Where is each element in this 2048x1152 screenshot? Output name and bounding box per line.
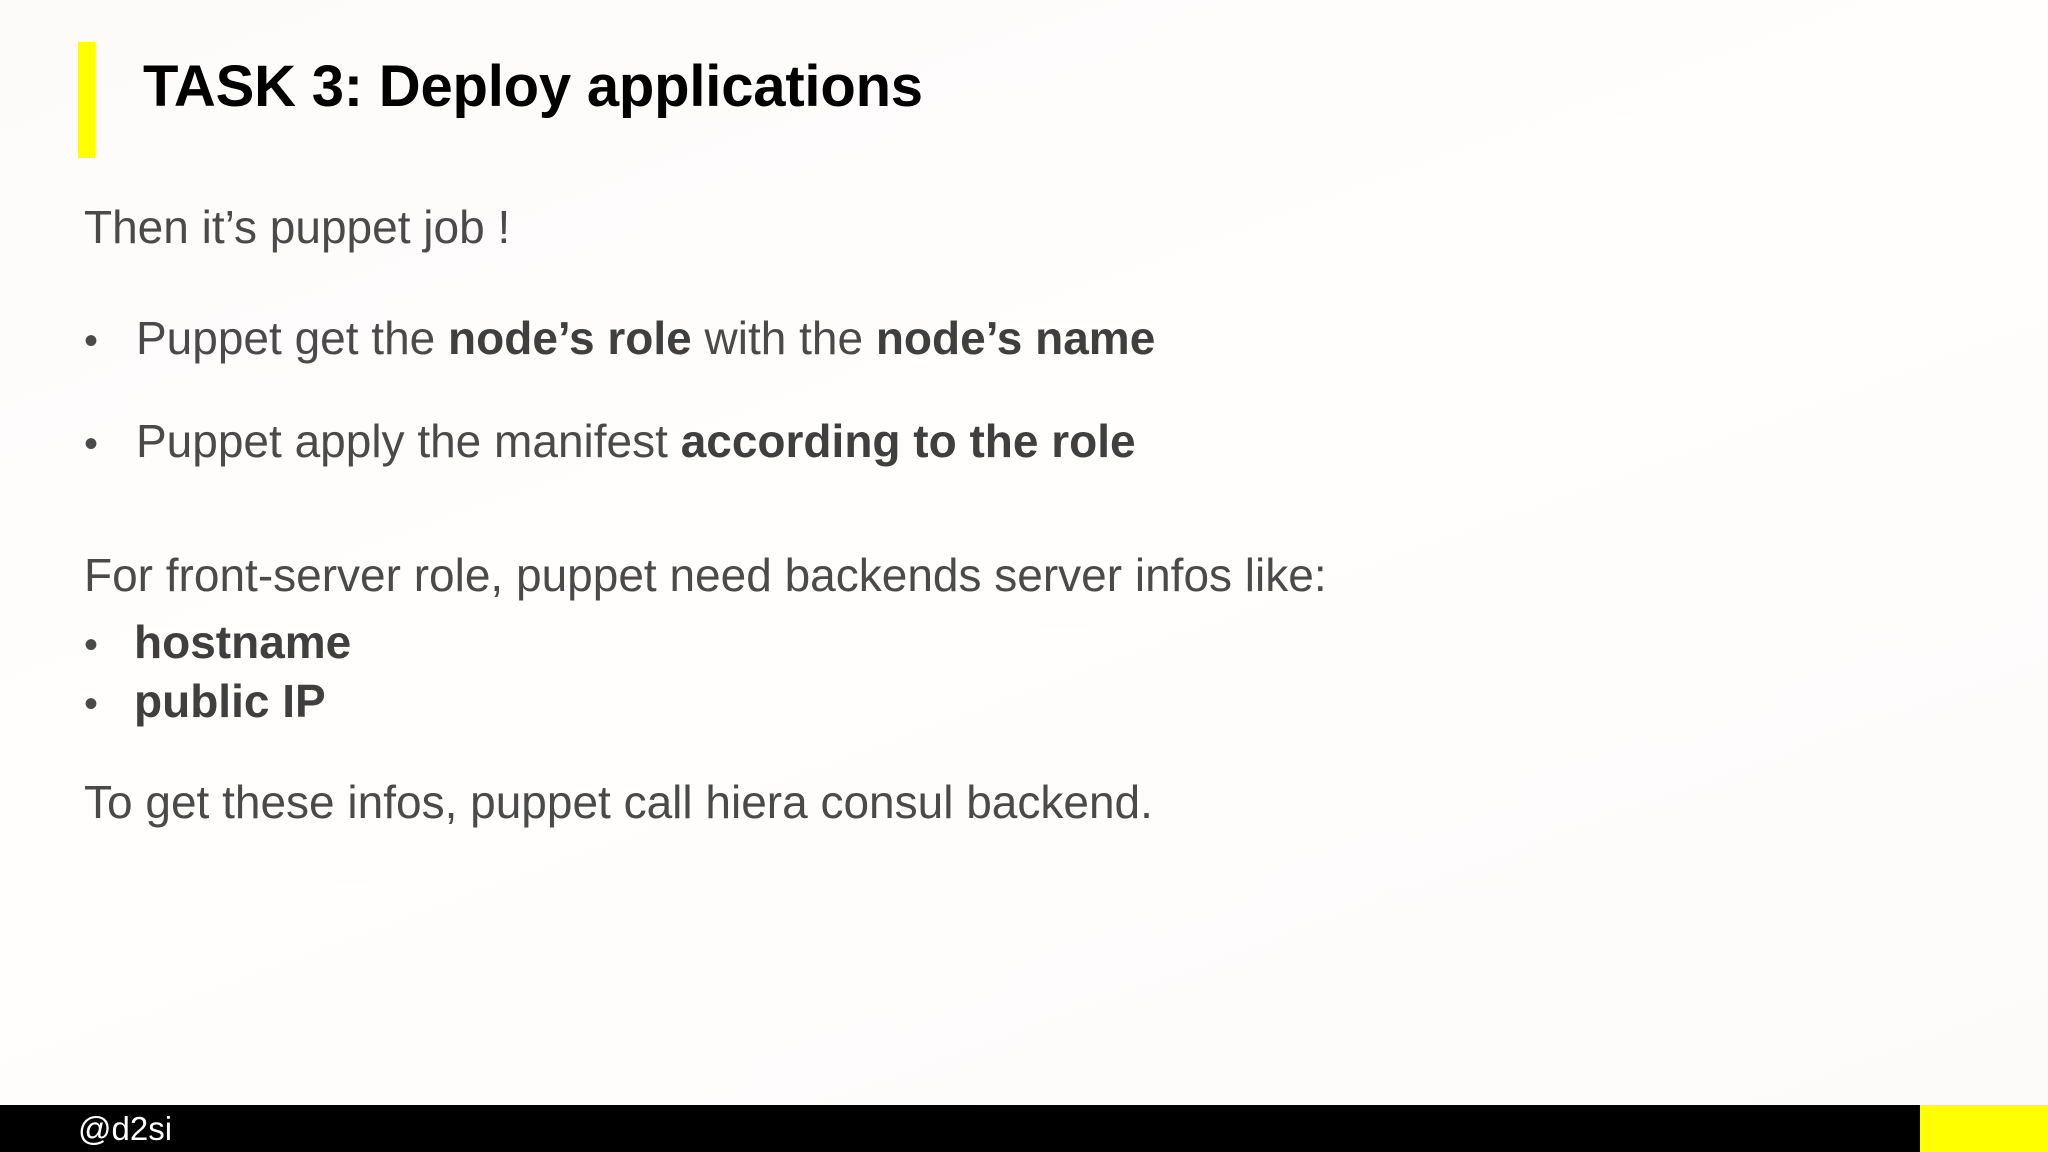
bullet-text: public IP — [134, 674, 1944, 729]
slide-footer: @d2si — [0, 1105, 2048, 1152]
slide-title-row: TASK 3: Deploy applications — [78, 42, 923, 158]
footer-bar: @d2si — [0, 1105, 1920, 1152]
bullet-marker-icon: • — [84, 622, 99, 667]
bullet-segment: Puppet apply the manifest — [136, 415, 681, 468]
front-server-list: • hostname • public IP — [84, 615, 1944, 729]
bullet-text: Puppet get the node’s role with the node… — [136, 311, 1944, 366]
bullet-segment-bold: according to the role — [680, 415, 1136, 468]
main-bullet-list: • Puppet get the node’s role with the no… — [84, 311, 1944, 469]
list-item: • hostname — [84, 615, 1944, 670]
footer-accent-block — [1920, 1105, 2048, 1152]
bullet-marker-icon: • — [84, 422, 99, 467]
bullet-label-hostname: hostname — [134, 615, 352, 668]
closing-paragraph: To get these infos, puppet call hiera co… — [84, 776, 1153, 829]
list-item: • Puppet apply the manifest according to… — [84, 414, 1944, 469]
bullet-segment-bold: node’s role — [448, 312, 692, 365]
bullet-marker-icon: • — [84, 319, 99, 364]
list-item: • public IP — [84, 674, 1944, 729]
bullet-text: Puppet apply the manifest according to t… — [136, 414, 1944, 469]
bullet-segment-bold: node’s name — [875, 312, 1156, 365]
slide-body: Then it’s puppet job ! • Puppet get the … — [84, 200, 1944, 830]
intro-paragraph: Then it’s puppet job ! — [84, 201, 511, 253]
front-server-intro: For front-server role, puppet need backe… — [84, 548, 1327, 601]
bullet-label-public-ip: public IP — [134, 674, 326, 727]
title-accent-bar — [78, 42, 95, 158]
bullet-text: hostname — [134, 615, 1944, 670]
list-item: • Puppet get the node’s role with the no… — [84, 311, 1944, 366]
bullet-segment: with the — [691, 312, 876, 365]
page-title: TASK 3: Deploy applications — [143, 54, 923, 119]
bullet-marker-icon: • — [84, 681, 99, 726]
section-spacer — [84, 470, 1944, 548]
bullet-segment: Puppet get the — [136, 312, 449, 365]
footer-handle: @d2si — [78, 1110, 173, 1147]
